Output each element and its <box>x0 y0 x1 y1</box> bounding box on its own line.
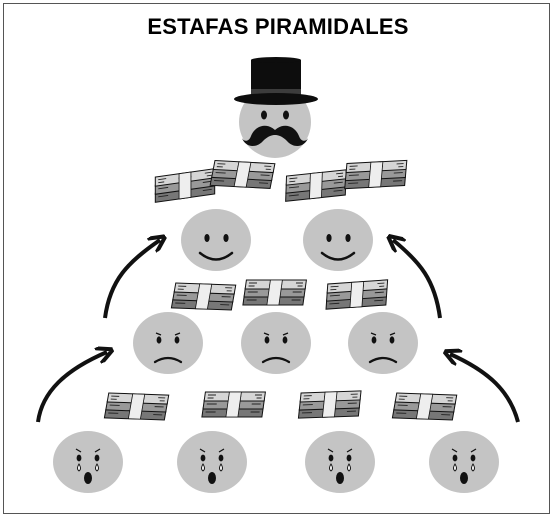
money-stack-icon <box>342 159 409 190</box>
money-row-2 <box>170 279 390 311</box>
curved-arrow-icon <box>393 240 442 319</box>
crying-face <box>429 431 499 493</box>
money-stack-icon <box>242 279 307 306</box>
money-stack-icon <box>103 392 170 421</box>
money-row-1 <box>151 159 409 203</box>
sad-face <box>241 312 311 374</box>
arrows <box>36 240 520 423</box>
crying-face <box>177 431 247 493</box>
page-title: ESTAFAS PIRAMIDALES <box>147 14 409 39</box>
money-stack-icon <box>323 279 390 310</box>
boss-face <box>234 57 318 158</box>
crying-face <box>305 431 375 493</box>
money-stack-icon <box>170 282 237 311</box>
crying-face <box>53 431 123 493</box>
money-stack-icon <box>297 390 363 419</box>
money-row-3 <box>103 390 458 421</box>
curved-arrow-icon <box>103 240 160 319</box>
money-stack-icon <box>391 392 458 421</box>
happy-face <box>181 209 251 271</box>
money-stack-icon <box>151 168 219 203</box>
money-stack-icon <box>201 391 266 418</box>
curved-arrow-icon <box>36 352 107 423</box>
happy-face <box>303 209 373 271</box>
sad-face <box>348 312 418 374</box>
top-hat-icon <box>234 57 318 105</box>
mustache-icon <box>242 125 308 147</box>
curved-arrow-icon <box>450 354 520 423</box>
money-stack-icon <box>282 169 350 202</box>
sad-face <box>133 312 203 374</box>
money-stack-icon <box>209 159 276 190</box>
